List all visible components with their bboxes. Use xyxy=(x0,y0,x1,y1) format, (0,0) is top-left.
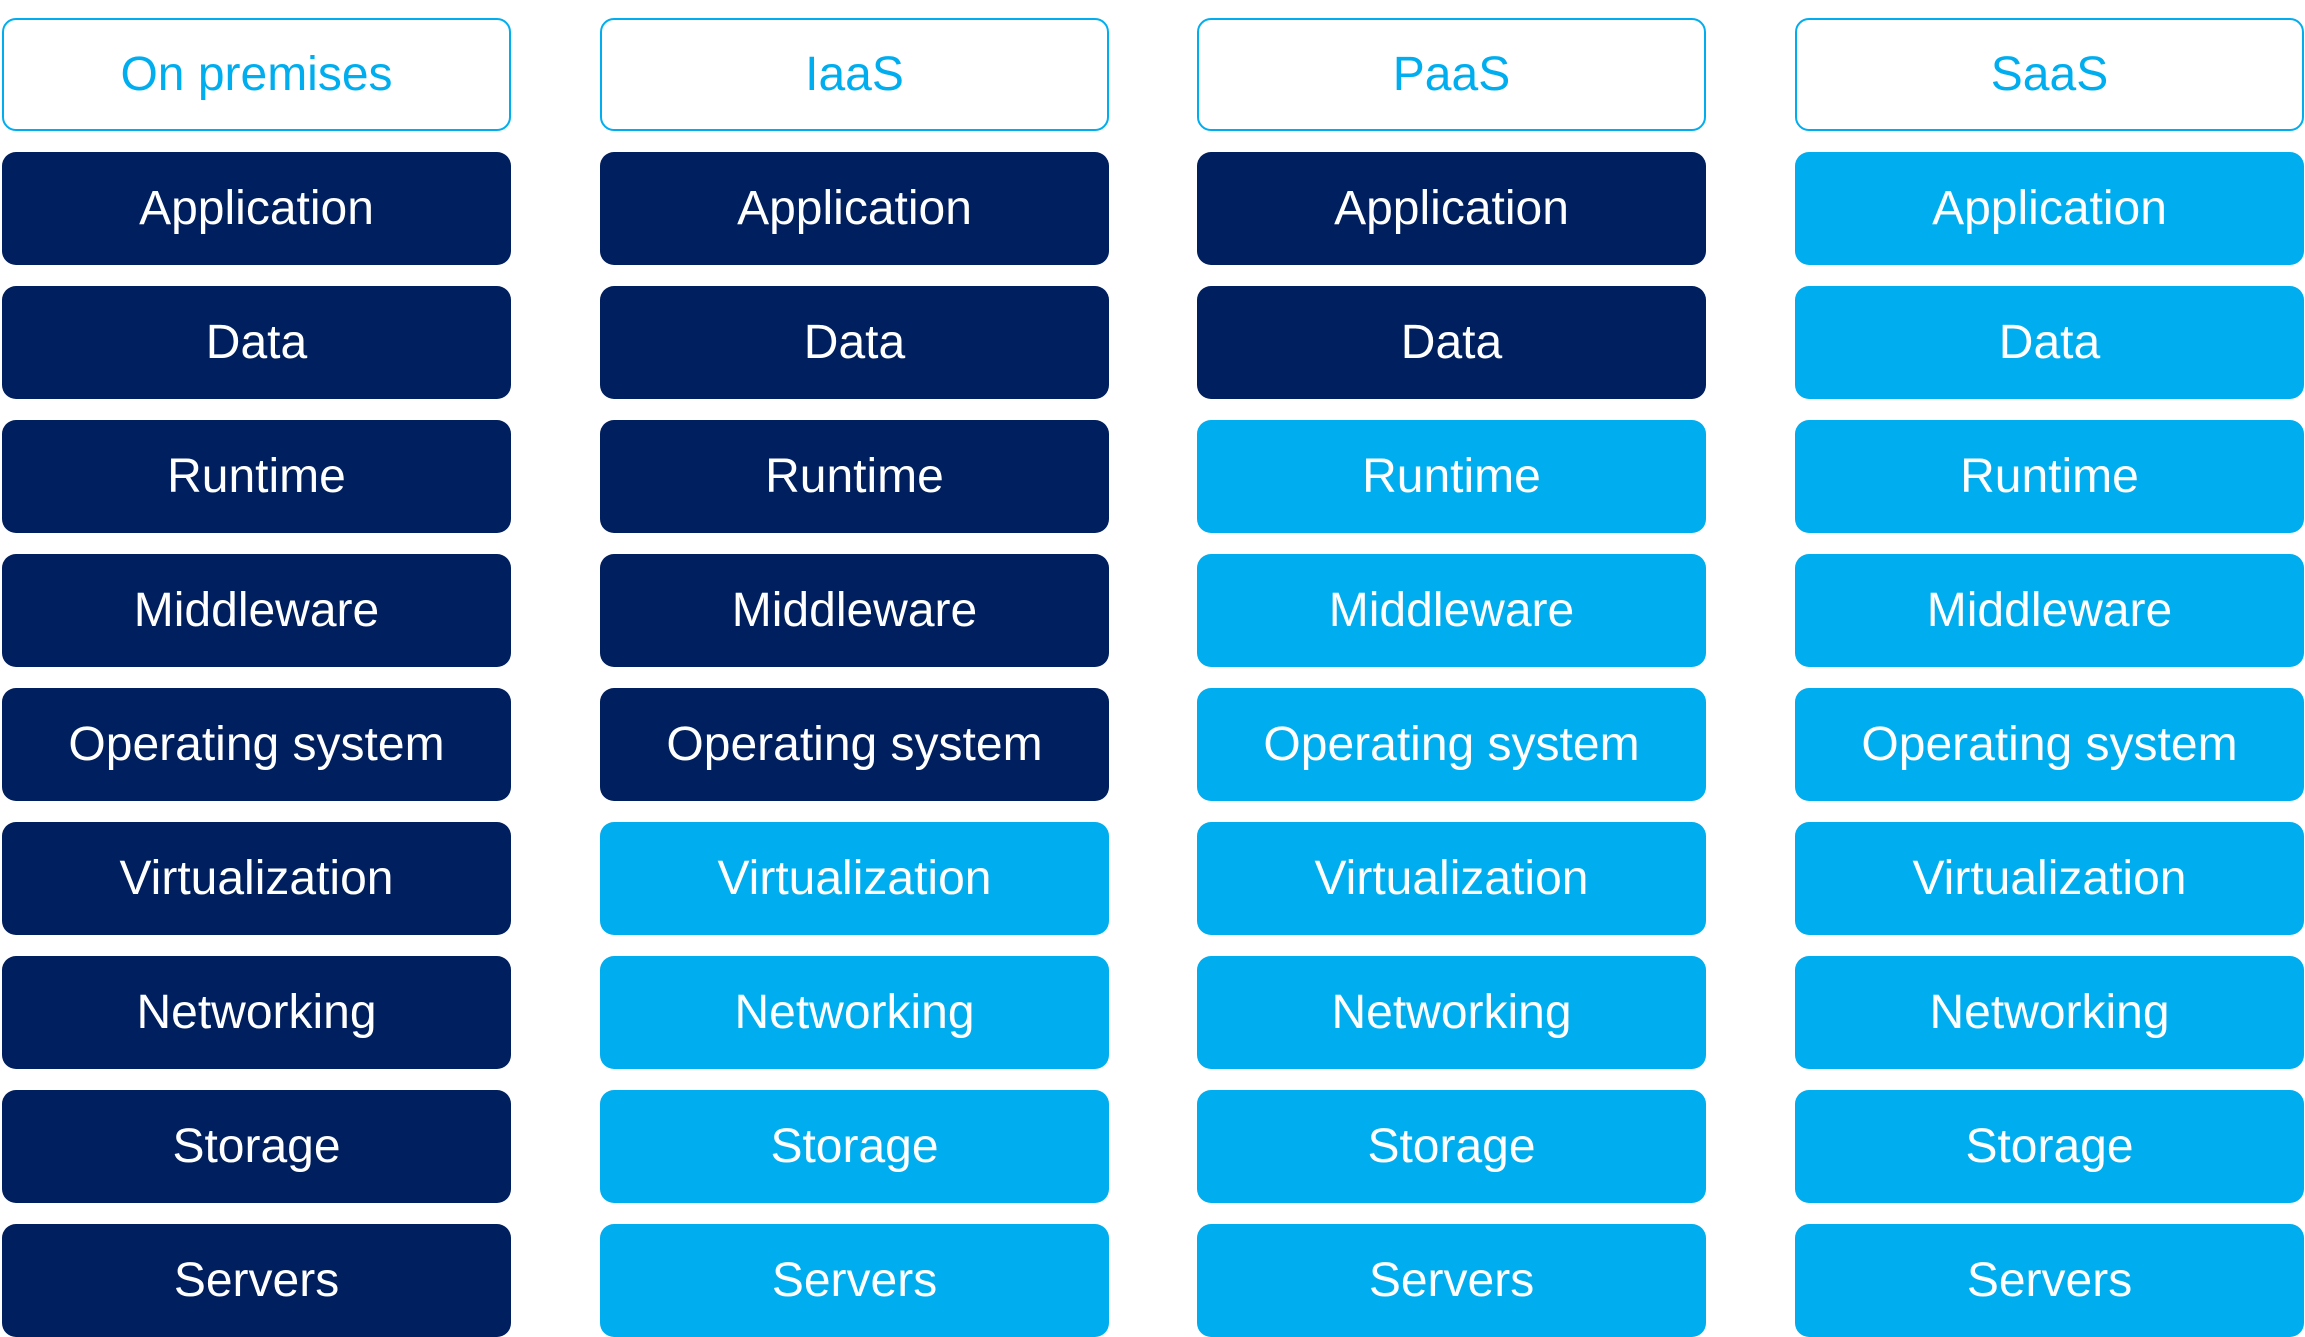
layer-application: Application xyxy=(1197,152,1706,265)
layer-servers: Servers xyxy=(1197,1224,1706,1337)
layer-servers: Servers xyxy=(2,1224,511,1337)
layer-networking: Networking xyxy=(600,956,1109,1069)
layer-middleware: Middleware xyxy=(2,554,511,667)
layer-middleware: Middleware xyxy=(600,554,1109,667)
layer-middleware: Middleware xyxy=(1197,554,1706,667)
layer-data: Data xyxy=(1795,286,2304,399)
layer-storage: Storage xyxy=(1795,1090,2304,1203)
layer-operating-system: Operating system xyxy=(2,688,511,801)
layer-application: Application xyxy=(600,152,1109,265)
layer-application: Application xyxy=(1795,152,2304,265)
layer-operating-system: Operating system xyxy=(600,688,1109,801)
layer-virtualization: Virtualization xyxy=(2,822,511,935)
column-header: SaaS xyxy=(1795,18,2304,131)
column-header: IaaS xyxy=(600,18,1109,131)
layer-data: Data xyxy=(600,286,1109,399)
layer-operating-system: Operating system xyxy=(1795,688,2304,801)
column-header: On premises xyxy=(2,18,511,131)
layer-runtime: Runtime xyxy=(1197,420,1706,533)
layer-storage: Storage xyxy=(2,1090,511,1203)
layer-virtualization: Virtualization xyxy=(600,822,1109,935)
layer-middleware: Middleware xyxy=(1795,554,2304,667)
column-header: PaaS xyxy=(1197,18,1706,131)
layer-storage: Storage xyxy=(1197,1090,1706,1203)
layer-networking: Networking xyxy=(1197,956,1706,1069)
layer-application: Application xyxy=(2,152,511,265)
column-saas: SaaS Application Data Runtime Middleware… xyxy=(1795,18,2304,1337)
column-paas: PaaS Application Data Runtime Middleware… xyxy=(1197,18,1706,1337)
layer-networking: Networking xyxy=(2,956,511,1069)
layer-storage: Storage xyxy=(600,1090,1109,1203)
column-on-premises: On premises Application Data Runtime Mid… xyxy=(2,18,511,1337)
layer-runtime: Runtime xyxy=(1795,420,2304,533)
layer-servers: Servers xyxy=(1795,1224,2304,1337)
layer-virtualization: Virtualization xyxy=(1795,822,2304,935)
layer-operating-system: Operating system xyxy=(1197,688,1706,801)
layer-data: Data xyxy=(1197,286,1706,399)
layer-runtime: Runtime xyxy=(600,420,1109,533)
column-iaas: IaaS Application Data Runtime Middleware… xyxy=(600,18,1109,1337)
layer-servers: Servers xyxy=(600,1224,1109,1337)
layer-virtualization: Virtualization xyxy=(1197,822,1706,935)
layer-data: Data xyxy=(2,286,511,399)
layer-networking: Networking xyxy=(1795,956,2304,1069)
layer-runtime: Runtime xyxy=(2,420,511,533)
